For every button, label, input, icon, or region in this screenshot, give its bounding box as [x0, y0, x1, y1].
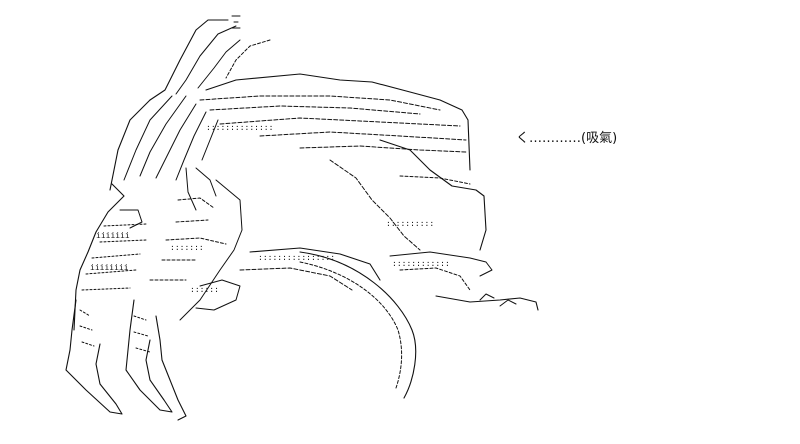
hind-knee-inner — [399, 267, 471, 291]
hind-foot — [435, 295, 539, 311]
leg-hatch-left — [79, 309, 95, 347]
back-inner-5 — [299, 145, 467, 153]
hind-toes — [479, 293, 517, 307]
front-leg-left — [65, 299, 123, 415]
tail-curve-inner — [299, 261, 403, 389]
raised-leg-inner — [175, 25, 237, 95]
neck-joint — [185, 167, 217, 211]
jaw-outline — [179, 179, 243, 321]
back-inner-2 — [209, 105, 421, 115]
zz-mark — [231, 15, 241, 29]
back-outline — [205, 73, 471, 171]
face-hatch — [81, 223, 147, 291]
head-stripe-3 — [155, 103, 197, 179]
leg-hatch-mid — [133, 315, 151, 353]
forearm-top — [249, 247, 381, 281]
head-stripe-1 — [123, 95, 173, 181]
head-stripe-5 — [201, 119, 219, 161]
forearm-inner — [239, 267, 353, 291]
hind-inner-2 — [399, 175, 471, 185]
raised-leg-edge — [225, 39, 271, 79]
hind-outline — [379, 139, 487, 251]
breath-caption: く…………(吸氣) — [516, 131, 618, 146]
front-leg-right — [155, 315, 187, 421]
body-hatch-row: :::::::::::::: — [206, 123, 273, 132]
head-stripe-2 — [139, 95, 187, 177]
elbow-hatch-row: :::::: — [190, 285, 219, 294]
head-outline — [109, 99, 151, 191]
raised-leg-inner-2 — [197, 39, 241, 89]
face-hatch-row: iiiiiii — [96, 231, 130, 240]
figure-linework — [65, 15, 539, 421]
face-hatch-row-2: iiiiiiii — [90, 263, 129, 272]
hind-hatch-row-2: :::::::::::: — [392, 259, 450, 268]
face-outline — [73, 183, 125, 331]
hind-hatch-row: :::::::::: — [386, 219, 434, 228]
elbow-shape — [195, 279, 241, 311]
figure-hatching: ::::::::::::::::::::::::::::::::::::::::… — [90, 123, 450, 294]
back-inner-3 — [219, 117, 461, 127]
chest-hatch-row: ::::::: — [170, 243, 204, 252]
front-leg-mid — [125, 299, 173, 413]
hind-inner — [329, 159, 421, 251]
hind-knee — [389, 251, 493, 277]
eye-shape — [119, 209, 143, 229]
tail-curve — [299, 251, 417, 399]
back-inner-4 — [259, 131, 467, 141]
raised-leg-outline — [149, 19, 229, 101]
arm-hatch-row: :::::::::::::::: — [258, 253, 335, 262]
chest-hatch — [149, 197, 227, 281]
back-inner — [199, 95, 441, 111]
head-stripe-4 — [175, 111, 207, 181]
